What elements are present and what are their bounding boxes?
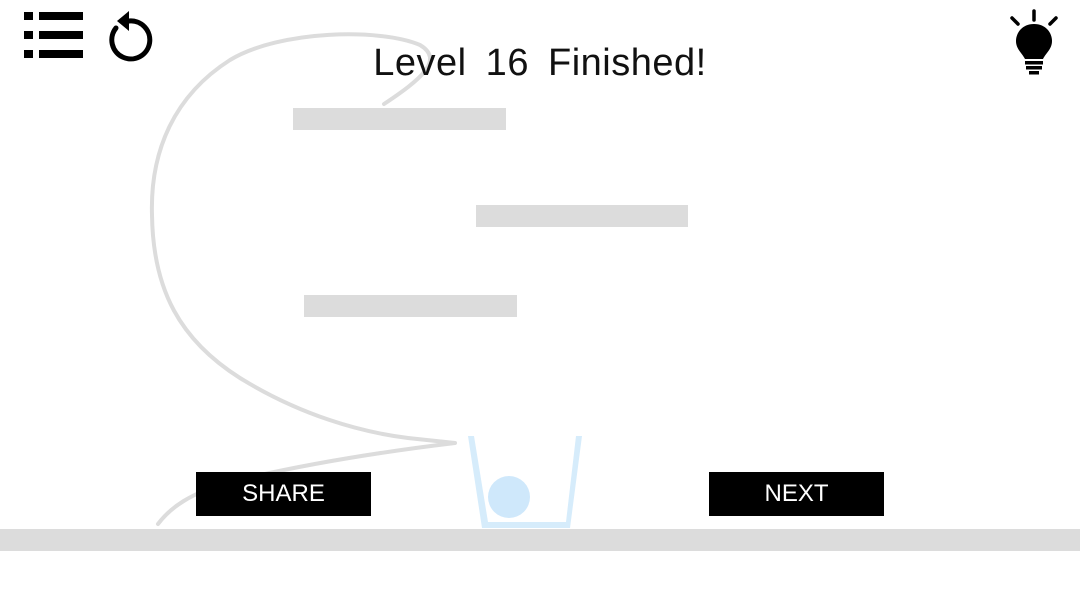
- level-finished-title: Level 16 Finished!: [373, 42, 707, 84]
- next-button[interactable]: NEXT: [709, 472, 884, 516]
- platform: [304, 295, 517, 317]
- list-icon[interactable]: [22, 10, 84, 60]
- platform: [476, 205, 688, 227]
- cup: [468, 436, 582, 528]
- restart-icon[interactable]: [104, 10, 154, 62]
- lightbulb-icon[interactable]: [1006, 8, 1062, 78]
- ball: [488, 476, 530, 518]
- share-button[interactable]: SHARE: [196, 472, 371, 516]
- ground: [0, 529, 1080, 551]
- platform: [293, 108, 506, 130]
